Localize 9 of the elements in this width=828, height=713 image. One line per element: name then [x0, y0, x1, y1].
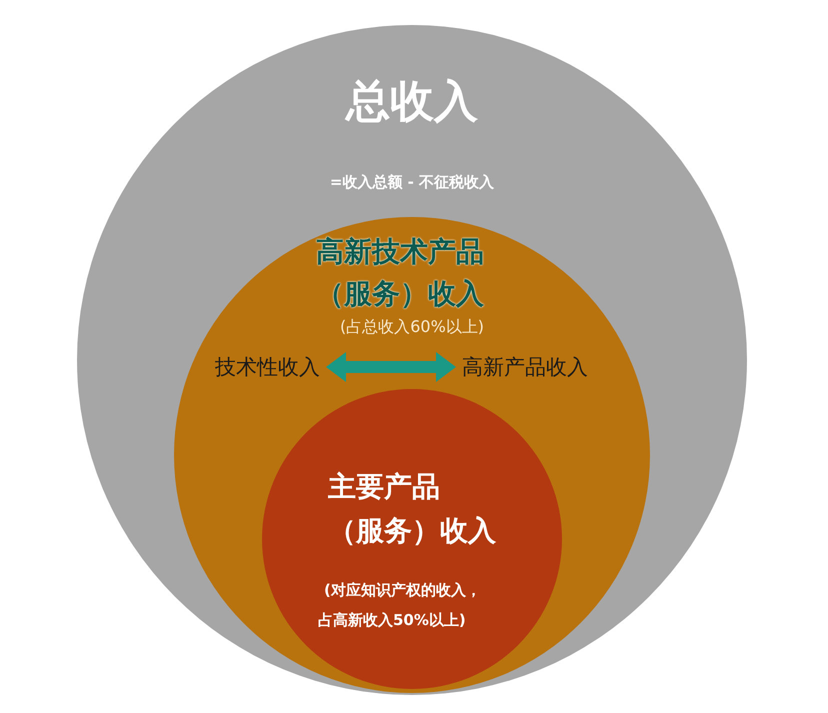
item-label: 技术性收入 [215, 353, 320, 381]
double-arrow [326, 352, 456, 382]
note-text: (占总收入60%以上) [338, 317, 486, 336]
formula-text: =收入总额 - 不征税收入 [328, 173, 496, 191]
note-text: (对应知识产权的收入，占高新收入50%以上) [318, 580, 482, 631]
circle-heading: 高新技术产品（服务）收入 [315, 234, 485, 312]
circle-heading: 主要产品（服务）收入 [328, 469, 497, 549]
circle-title: 总收入 [344, 75, 479, 128]
item-label: 高新产品收入 [462, 353, 588, 381]
